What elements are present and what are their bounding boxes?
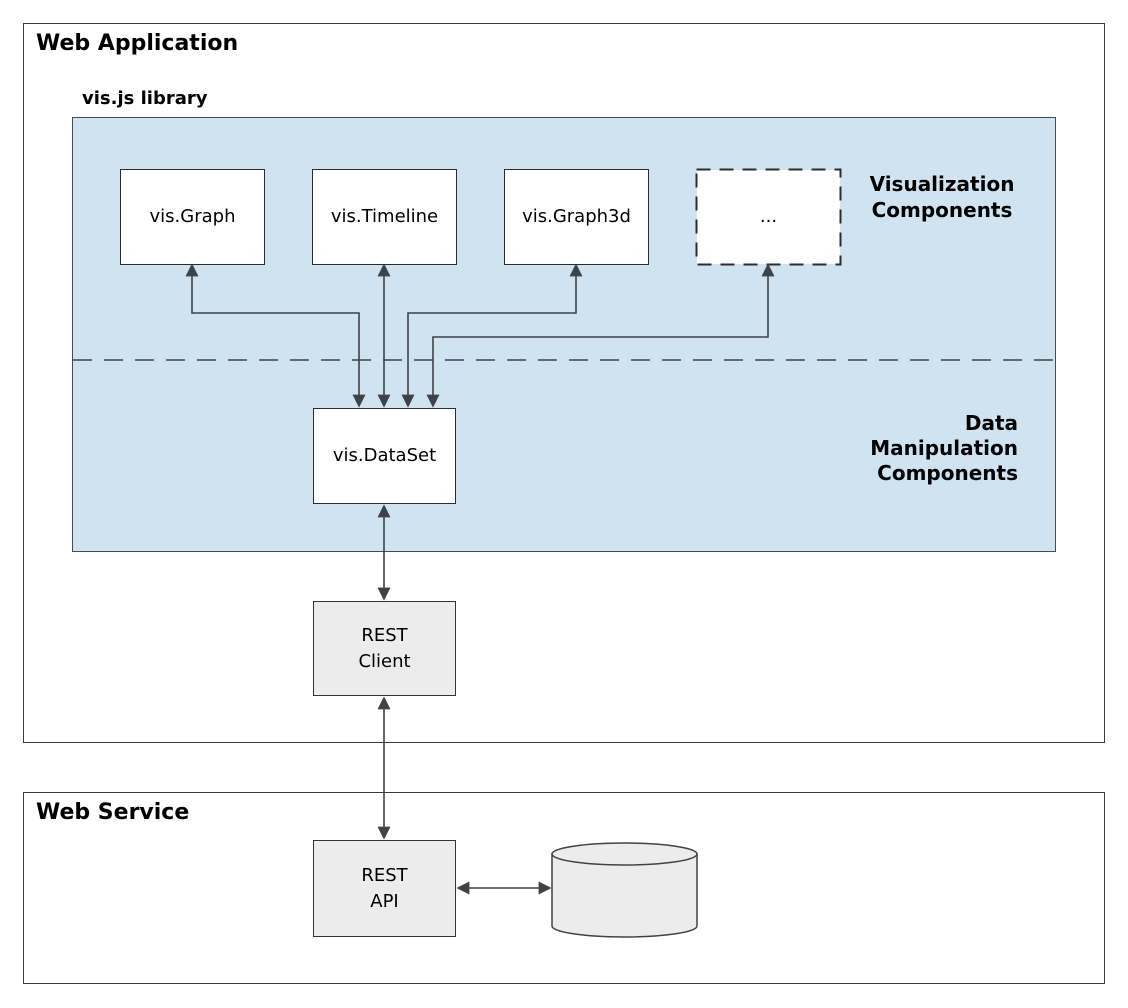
- visualization-caption-line: Components: [871, 198, 1013, 222]
- rest-client-label-line: REST: [361, 624, 408, 646]
- vis-timeline-box: vis.Timeline: [312, 169, 457, 265]
- data-caption-line: Manipulation: [870, 436, 1018, 460]
- rest-api-box: REST API: [313, 840, 456, 937]
- visualization-caption-line: Visualization: [869, 172, 1015, 196]
- rest-api-label-line: API: [370, 890, 399, 912]
- rest-client-box: REST Client: [313, 601, 456, 696]
- visualization-components-caption: Visualization Components: [817, 171, 1067, 223]
- vis-dataset-box: vis.DataSet: [313, 408, 456, 504]
- vis-library-label: vis.js library: [82, 88, 208, 109]
- data-caption-line: Data: [964, 411, 1018, 435]
- vis-graph3d-box: vis.Graph3d: [504, 169, 649, 265]
- data-caption-line: Components: [877, 461, 1018, 485]
- web-application-title: Web Application: [36, 31, 239, 56]
- data-store-label: Data: [603, 882, 647, 903]
- web-service-title: Web Service: [36, 800, 190, 825]
- vis-graph-box: vis.Graph: [120, 169, 265, 265]
- rest-client-label-line: Client: [358, 650, 411, 672]
- data-manipulation-caption: Data Manipulation Components: [768, 411, 1018, 486]
- rest-api-label-line: REST: [361, 864, 408, 886]
